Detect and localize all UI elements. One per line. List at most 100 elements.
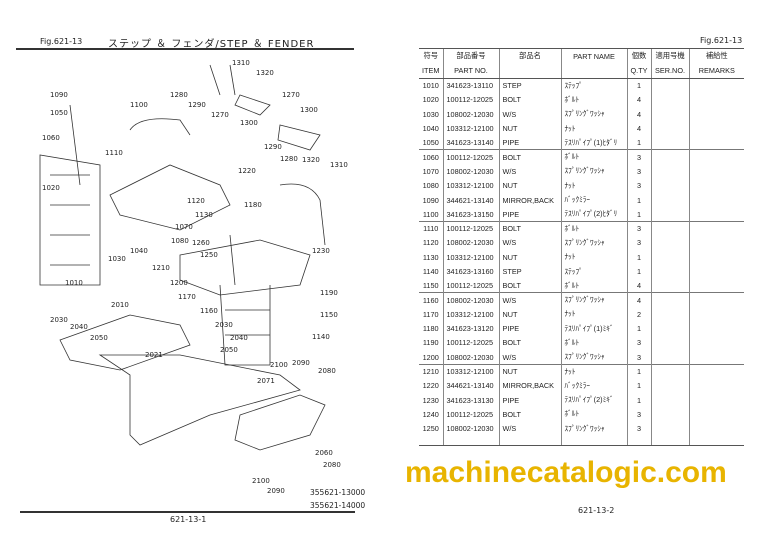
item-number: 1210 — [419, 363, 443, 379]
part-name-jp: ｽﾃｯﾌﾟ — [560, 264, 627, 279]
callout-label: 1140 — [312, 333, 330, 341]
part-number: 108002-12030 — [442, 164, 499, 179]
part-number: 103312-12100 — [442, 307, 499, 322]
title-divider — [16, 48, 354, 50]
callout-label: 1270 — [282, 91, 300, 99]
callout-label: 1320 — [256, 69, 274, 77]
part-number: 344621-13140 — [442, 378, 499, 394]
part-number: 100112-12025 — [442, 220, 499, 236]
ser-no-cell — [650, 378, 690, 394]
figure-number-right: Fig.621-13 — [700, 36, 743, 45]
part-name-jp: ｽﾌﾟﾘﾝｸﾞﾜｯｼｬ — [560, 235, 627, 251]
part-number: 103312-12100 — [442, 121, 499, 136]
quantity: 4 — [626, 121, 652, 136]
remarks-cell — [688, 235, 745, 251]
part-number: 100112-12025 — [442, 92, 499, 108]
ser-no-cell — [650, 164, 690, 179]
part-number: 341623-13120 — [442, 321, 499, 336]
empty-cell — [560, 435, 627, 447]
item-number: 1070 — [422, 166, 439, 176]
part-number: 344621-13140 — [442, 192, 499, 208]
empty-cell — [626, 435, 652, 447]
quantity: 1 — [626, 250, 652, 265]
part-name: STEP — [498, 264, 561, 279]
remarks-cell — [688, 250, 745, 265]
part-name: MIRROR,BACK — [498, 192, 561, 208]
callout-label: 1300 — [300, 106, 318, 114]
callout-label: 2071 — [257, 377, 275, 385]
empty-cell — [688, 435, 745, 447]
item-number: 1240 — [422, 409, 439, 419]
remarks-cell — [688, 363, 745, 379]
remarks-cell — [688, 220, 745, 236]
callout-label: 1170 — [178, 293, 196, 301]
item-number: 1140 — [422, 267, 439, 276]
callout-label: 2090 — [292, 359, 310, 367]
part-name: W/S — [498, 350, 561, 365]
callout-label: 1120 — [187, 197, 205, 205]
callout-label: 1210 — [152, 264, 170, 272]
callout-label: 1320 — [302, 156, 320, 164]
part-number: 100112-12025 — [442, 407, 499, 422]
ser-no-cell — [650, 135, 690, 150]
part-name-jp: ﾎﾞﾙﾄ — [560, 220, 627, 236]
ser-no-cell — [650, 121, 690, 136]
part-number: 341623-13160 — [442, 264, 499, 279]
remarks-cell — [688, 350, 745, 365]
column-header: 個数 — [626, 48, 652, 64]
callout-label: 2030 — [215, 321, 233, 329]
callout-label: 1290 — [264, 143, 282, 151]
empty-cell — [498, 435, 561, 447]
quantity: 3 — [626, 149, 652, 165]
part-name-jp: ﾃｽﾘﾊﾟｲﾌﾟ(2)ﾐｷﾞ — [560, 393, 627, 408]
part-name-jp: ｽﾌﾟﾘﾝｸﾞﾜｯｼｬ — [560, 421, 627, 436]
quantity: 1 — [626, 135, 652, 150]
part-name: NUT — [498, 307, 561, 322]
callout-label: 1180 — [244, 201, 262, 209]
serial-code: 355621-13000 — [310, 488, 366, 497]
remarks-cell — [688, 164, 745, 179]
callout-label: 2050 — [220, 346, 238, 354]
part-number: 108002-12030 — [442, 421, 499, 436]
remarks-cell — [688, 107, 745, 122]
quantity: 1 — [626, 264, 652, 279]
item-number: 1110 — [419, 220, 443, 236]
item-number: 1050 — [422, 138, 439, 148]
part-name-jp: ﾎﾞﾙﾄ — [560, 407, 627, 422]
ser-no-cell — [650, 250, 690, 265]
column-header: 部品番号 — [442, 48, 499, 64]
upper-step — [209, 64, 271, 116]
callout-label: 1270 — [211, 111, 229, 119]
floor-plate — [98, 354, 301, 446]
callout-label: 1300 — [240, 119, 258, 127]
part-name-jp: ﾅｯﾄ — [560, 121, 627, 136]
part-number: 100112-12025 — [442, 149, 499, 165]
callout-label: 2030 — [50, 316, 68, 324]
part-name-jp: ﾃｽﾘﾊﾟｲﾌﾟ(2)ﾋﾀﾞﾘ — [560, 207, 627, 222]
part-name: STEP — [498, 78, 561, 93]
empty-cell — [650, 435, 690, 447]
item-number: 1090 — [422, 195, 439, 205]
remarks-cell — [688, 192, 745, 208]
ser-no-cell — [650, 107, 690, 122]
quantity: 4 — [626, 107, 652, 122]
ser-no-cell — [650, 363, 690, 379]
item-number: 1190 — [422, 338, 439, 348]
callout-label: 1200 — [170, 279, 188, 287]
part-name: BOLT — [498, 278, 561, 293]
quantity: 4 — [626, 92, 652, 108]
callout-label: 1280 — [280, 155, 298, 163]
diagram-drawing — [39, 64, 326, 451]
remarks-cell — [688, 92, 745, 108]
ser-no-cell — [650, 220, 690, 236]
part-name-jp: ｽﾌﾟﾘﾝｸﾞﾜｯｼｬ — [560, 107, 627, 122]
part-name: W/S — [498, 421, 561, 436]
remarks-cell — [688, 421, 745, 436]
callout-label: 1030 — [108, 255, 126, 263]
